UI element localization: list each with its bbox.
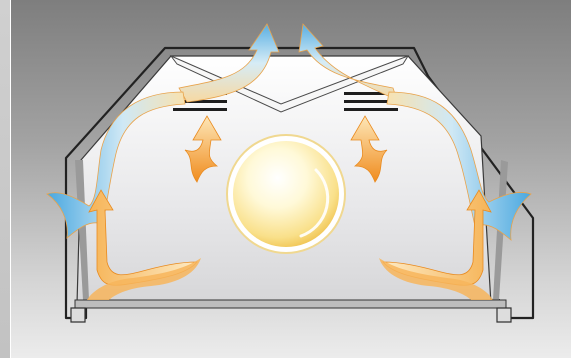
light-source <box>227 135 345 253</box>
left-border-strip <box>0 0 11 358</box>
lamp-airflow-diagram <box>11 0 571 358</box>
